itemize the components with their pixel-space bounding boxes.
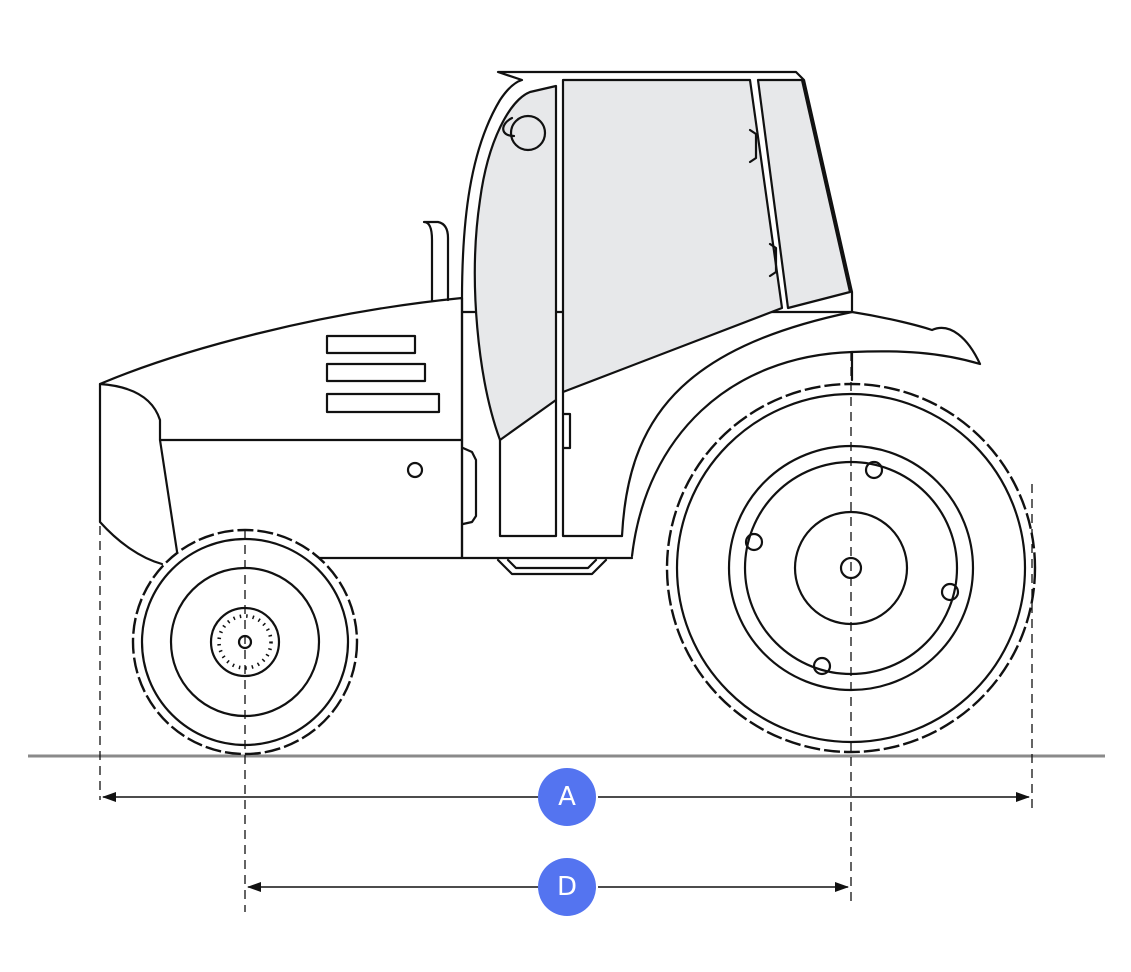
cab-frame [460, 70, 854, 314]
cab-lower [460, 310, 634, 560]
cab-door-window [561, 78, 784, 394]
hood [98, 296, 464, 560]
cab-front-window [473, 84, 558, 442]
dimension-d-label: D [557, 872, 577, 902]
mirror [509, 114, 547, 152]
front-grille [98, 382, 164, 566]
dimension-a-badge [538, 768, 596, 826]
dimension-a-label: A [558, 782, 576, 812]
hood-latch [406, 461, 424, 479]
tractor-illustration [98, 70, 1037, 756]
dimension-a: A [102, 768, 1030, 826]
dimension-d: D [247, 858, 849, 916]
hood-vent [325, 362, 427, 383]
cab-rear-window [756, 78, 852, 310]
cab-step [496, 558, 608, 576]
exhaust-stack [422, 220, 450, 302]
door-handle [461, 446, 478, 526]
dimension-d-badge [538, 858, 596, 916]
hood-vent [325, 392, 441, 414]
rear-fender [620, 310, 982, 558]
hood-vent [325, 334, 417, 355]
